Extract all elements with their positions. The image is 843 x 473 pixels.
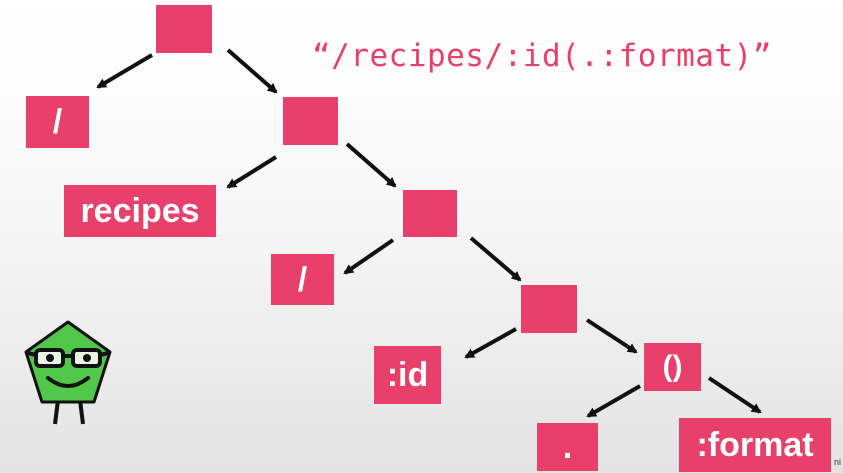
node-root <box>156 5 212 53</box>
node-slash-1: / <box>26 96 89 148</box>
node-format: :format <box>679 418 831 472</box>
edge-root-slash1 <box>96 53 154 89</box>
edge-group-format <box>707 376 762 414</box>
node-group: () <box>644 343 701 391</box>
edge-cat3-group <box>585 318 638 354</box>
edge-cat1-recipes <box>226 155 278 189</box>
edge-cat2-slash2 <box>343 238 395 275</box>
edge-group-dot <box>586 384 641 418</box>
node-cat-3 <box>521 285 577 333</box>
node-slash-2: / <box>271 254 334 305</box>
node-id: :id <box>374 346 441 404</box>
edge-root-cat1 <box>226 48 278 94</box>
edge-cat1-cat2 <box>345 142 397 188</box>
node-recipes: recipes <box>64 185 216 237</box>
watermark-text: ni <box>833 457 841 467</box>
node-cat-2 <box>403 190 457 237</box>
mascot-icon <box>24 320 112 425</box>
edge-cat3-id <box>464 327 517 359</box>
route-pattern-text: “/recipes/:id(.:format)” <box>312 38 772 74</box>
node-cat-1 <box>283 97 338 145</box>
edge-cat2-cat3 <box>469 236 522 282</box>
node-dot: . <box>537 423 598 471</box>
